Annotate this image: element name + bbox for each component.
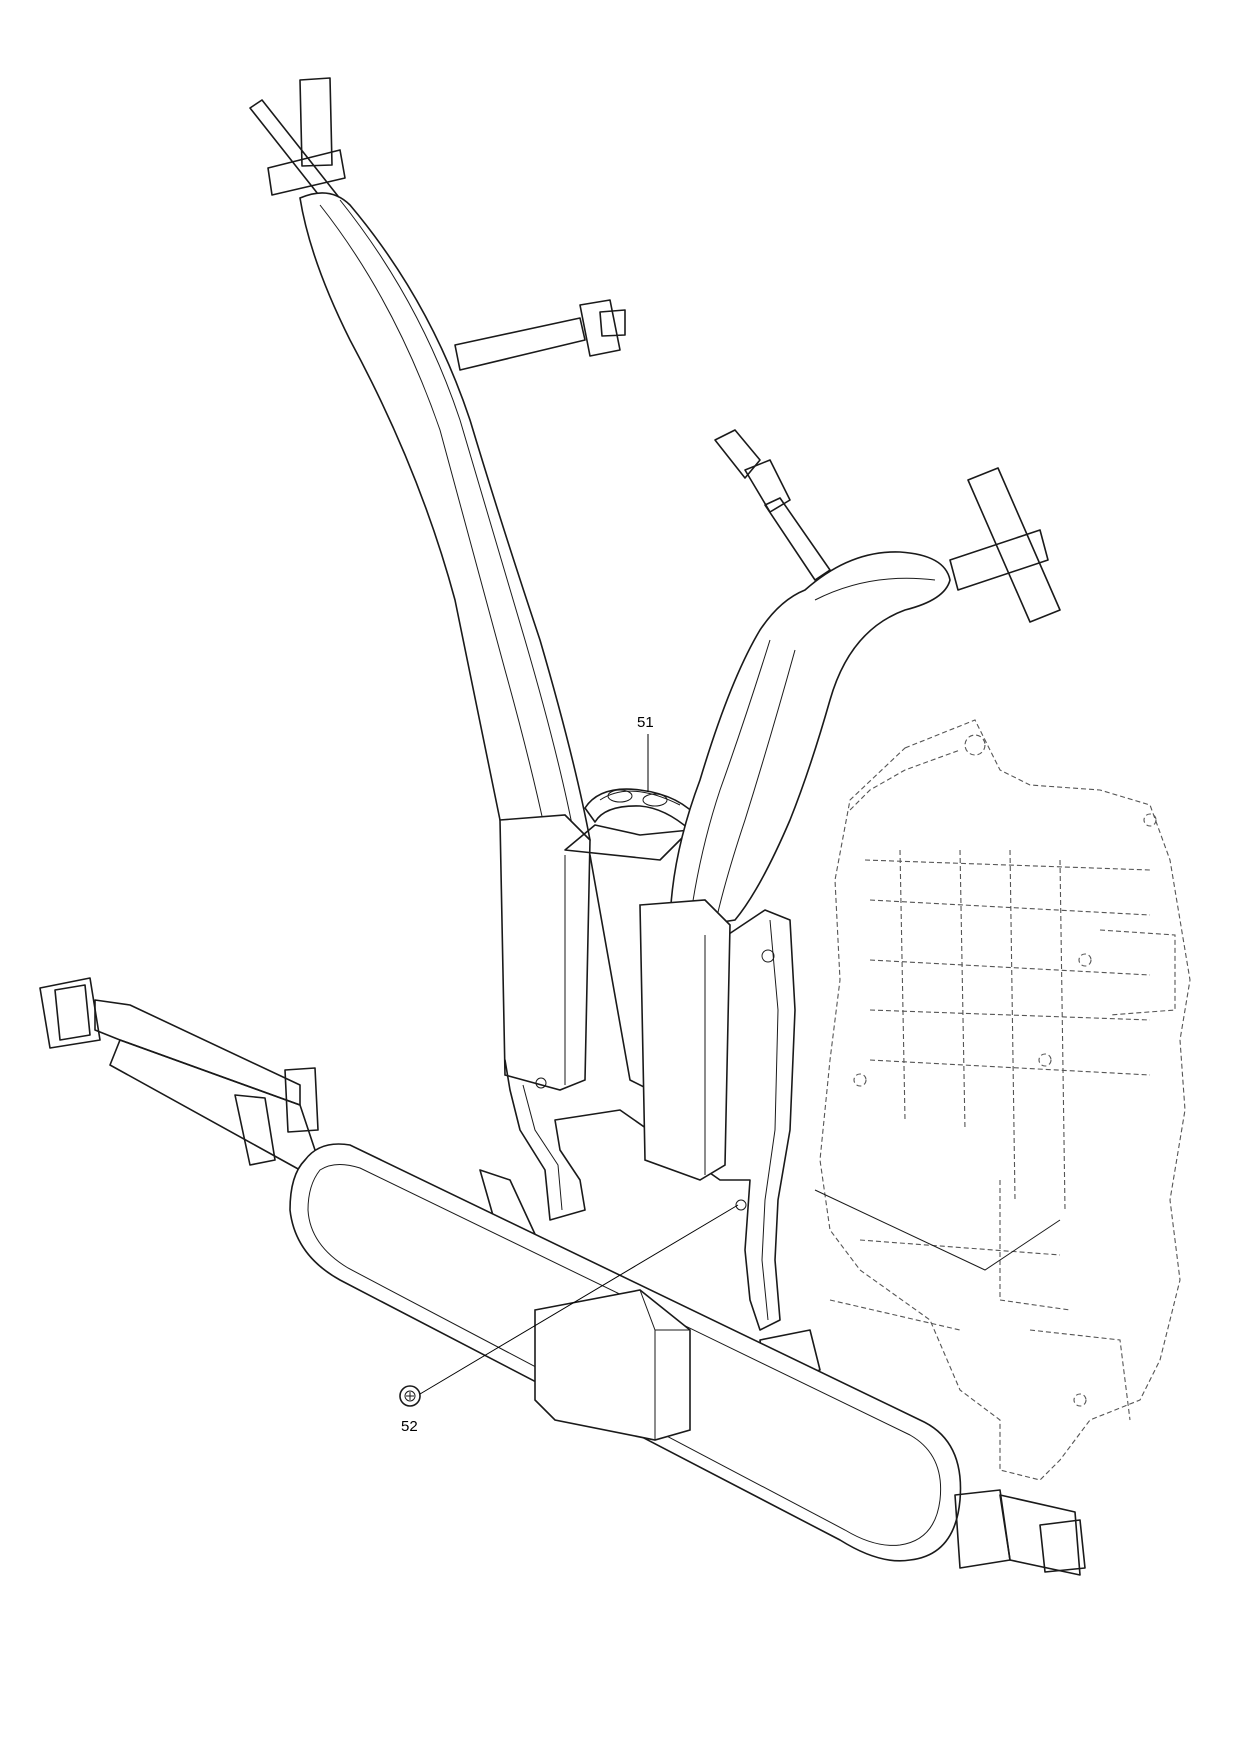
left-shoulder-strap [249,77,626,1091]
leader-line-52 [419,1204,739,1395]
callout-51: 51 [637,714,654,731]
callout-52: 52 [401,1418,418,1435]
screw-52 [399,1204,739,1407]
waist-belt [39,977,1086,1576]
ghost-engine-frame [814,719,1191,1481]
right-shoulder-strap [639,429,1061,1181]
